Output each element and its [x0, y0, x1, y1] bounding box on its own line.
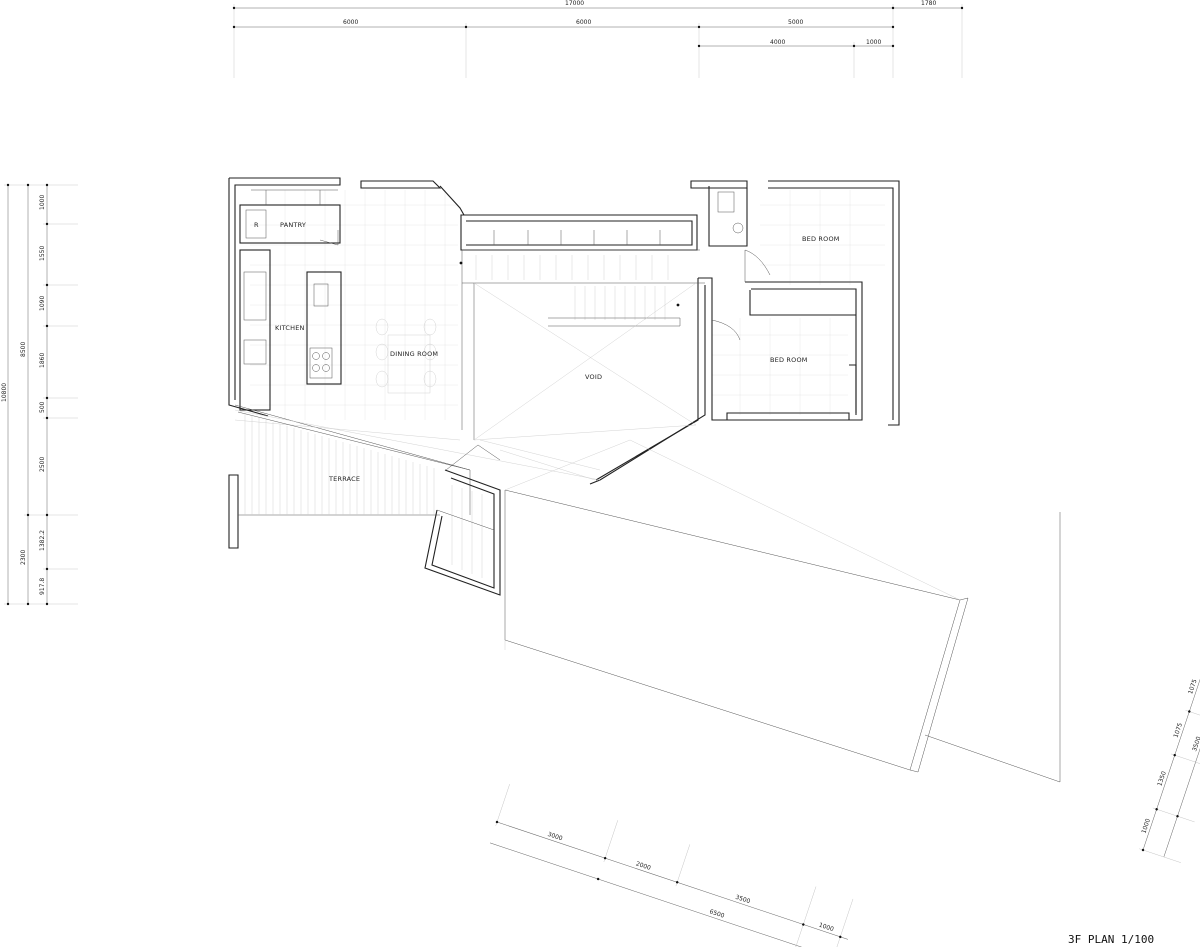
upper-floor [228, 177, 900, 485]
dim-left-lower: 2300 [20, 550, 27, 565]
dim-left-s5: 500 [39, 401, 46, 413]
terrace [228, 411, 471, 549]
dim-top-e: 1000 [866, 39, 881, 46]
room-label-dining: DINING ROOM [390, 350, 438, 358]
right-dimensions: 1000 1350 1075 1075 3500 [1139, 664, 1200, 863]
dim-top-c: 5000 [788, 19, 803, 26]
dim-top-d: 4000 [770, 39, 785, 46]
room-label-kitchen: KITCHEN [275, 324, 305, 332]
dim-right-b: 1075 [1173, 722, 1185, 739]
dim-bottom-d: 1000 [818, 922, 835, 934]
bottom-dimensions: 3000 2000 3500 1000 6500 [489, 784, 854, 947]
room-label-r: R [254, 221, 259, 229]
dim-left-s1: 1000 [39, 195, 46, 210]
room-label-terrace: TERRACE [328, 475, 360, 483]
drawing-title: 3F PLAN 1/100 [1068, 933, 1154, 946]
dim-right-d: 1000 [1140, 818, 1152, 835]
dim-bottom-c: 3500 [734, 894, 751, 906]
dim-right-c: 1350 [1156, 770, 1168, 787]
dim-top-b: 6000 [576, 19, 591, 26]
room-label-bed-2: BED ROOM [770, 356, 808, 364]
room-label-pantry: PANTRY [280, 221, 306, 229]
dim-bottom-total: 6500 [708, 908, 725, 920]
left-dimensions: 10800 8500 2300 1000 1550 1090 1860 500 … [1, 183, 78, 606]
dim-left-s2: 1550 [39, 246, 46, 261]
room-label-void: VOID [585, 373, 602, 381]
dim-bottom-b: 2000 [635, 860, 652, 872]
dim-bottom-a: 3000 [547, 831, 564, 843]
dim-top-right-ext: 1780 [921, 0, 936, 7]
dim-right-a: 1075 [1187, 678, 1199, 695]
dim-top-a: 6000 [343, 19, 358, 26]
dim-left-s7: 1382.2 [39, 530, 46, 551]
dim-left-s3: 1090 [39, 296, 46, 311]
dim-left-s4: 1860 [39, 353, 46, 368]
dim-top-total: 17000 [565, 0, 584, 7]
roof-outline [504, 439, 1061, 783]
room-labels: R PANTRY KITCHEN DINING ROOM VOID BED RO… [254, 221, 840, 483]
stair-block [424, 444, 501, 596]
dim-left-overall: 10800 [1, 383, 8, 402]
dim-left-s8: 917.8 [39, 578, 46, 595]
room-label-bed-1: BED ROOM [802, 235, 840, 243]
top-dimensions: 17000 1780 6000 6000 5000 4000 1000 [232, 0, 964, 78]
dim-right-total: 3500 [1191, 735, 1200, 752]
dim-left-s6: 2500 [39, 457, 46, 472]
dim-left-upper: 8500 [20, 342, 27, 357]
